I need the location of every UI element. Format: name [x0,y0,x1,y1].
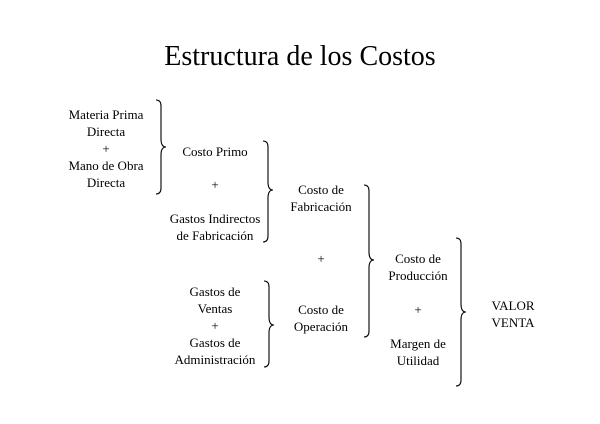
gastos-indirectos-label: Gastos Indirectos [169,211,261,226]
margen-utilidad-block: Margen de Utilidad [373,335,463,369]
brace-fabricacion-operacion [363,184,375,338]
margen-de-label: Margen de [390,336,446,351]
fabricacion-label: Fabricación [290,199,352,214]
produccion-label: Producción [388,268,448,283]
costo-operacion-block: Costo de Operación [276,301,366,335]
materia-prima-label: Materia Prima [68,107,144,122]
costo-primo-label: Costo Primo [182,144,248,159]
materia-prima-block: Materia Prima Directa + Mano de Obra Dir… [56,106,156,191]
ventas-label: Ventas [197,301,233,316]
costo-de-label-2: Costo de [298,302,344,317]
gastos-ventas-admin-block: Gastos de Ventas + Gastos de Administrac… [160,283,270,368]
costo-fabricacion-block: Costo de Fabricación [276,181,366,215]
valor-venta-block: VALOR VENTA [478,297,548,331]
brace-gastos-ventas-admin [263,280,275,368]
directa-label-2: Directa [86,175,126,190]
directa-label: Directa [86,124,126,139]
valor-label: VALOR [491,298,535,313]
de-fabricacion-label: de Fabricación [176,228,254,243]
mano-de-obra-label: Mano de Obra [68,158,144,173]
plus-sign: + [317,251,325,266]
brace-costo-primo-gastos [262,140,274,243]
gastos-indirectos-block: Gastos Indirectos de Fabricación [155,210,275,244]
plus-sign: + [102,141,110,156]
plus-sign: + [211,177,219,192]
administracion-label: Administración [174,352,256,367]
brace-materia-mano [155,99,167,195]
diagram-title: Estructura de los Costos [164,41,436,72]
venta-label: VENTA [491,315,535,330]
utilidad-label: Utilidad [396,353,440,368]
costo-de-label-3: Costo de [395,251,441,266]
costo-de-label: Costo de [298,182,344,197]
gastos-de-label: Gastos de [189,284,241,299]
operacion-label: Operación [293,319,349,334]
plus-sign: + [414,302,422,317]
costo-produccion-block: Costo de Producción [373,250,463,284]
gastos-de-label-2: Gastos de [189,335,241,350]
plus-sign: + [211,318,219,333]
brace-produccion-margen [455,237,467,387]
